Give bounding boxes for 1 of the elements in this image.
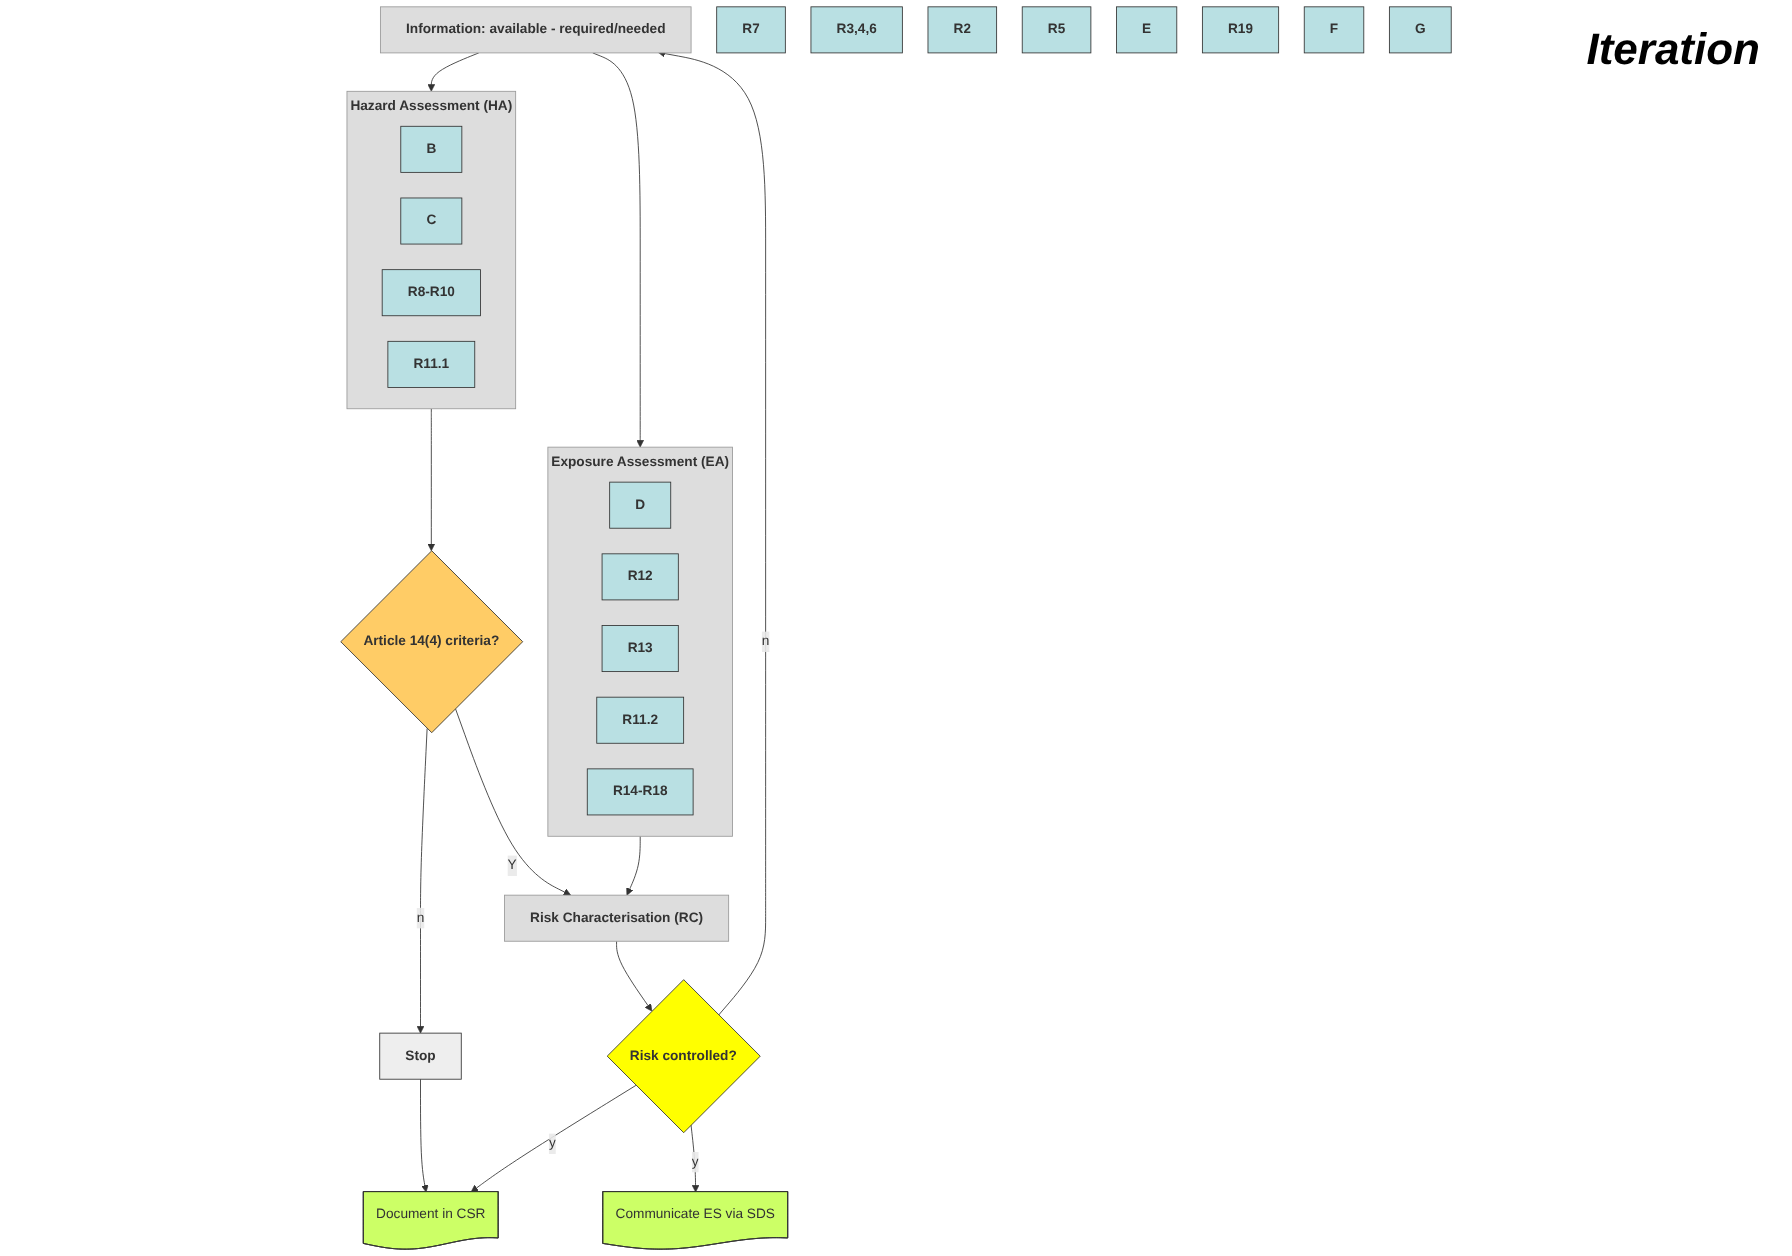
iteration-note: Iteration — [1586, 24, 1760, 76]
